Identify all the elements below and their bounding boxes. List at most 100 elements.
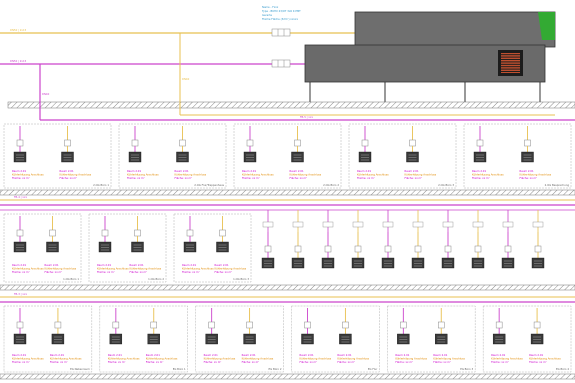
unit-label-text: Kühlerhitzung Anschluss [50, 356, 82, 360]
unit-label-text: Fläche: xx m² [108, 360, 126, 364]
room-box [348, 123, 457, 189]
unit-label-text: Kühlerhitzung Anschluss [60, 172, 92, 176]
fan-coil-unit-icon [128, 151, 142, 163]
riser-tag-a: DN40 [42, 92, 50, 96]
fan-coil-unit-icon [473, 151, 487, 163]
fan-coil-unit-icon [98, 241, 112, 253]
unit-label-text: Raum 2.01 [108, 353, 122, 357]
fan-coil-unit-icon [397, 333, 410, 345]
unit-label-text: Raum 2.01 [130, 263, 144, 267]
unit-label-text: Kühlerhitzung Anschluss [300, 356, 332, 360]
roof-slab [7, 101, 575, 109]
fan-coil-unit-icon [216, 241, 229, 253]
fan-coil-unit-icon [521, 151, 534, 163]
fan-coil-unit-icon [147, 333, 160, 345]
room-box [88, 213, 167, 283]
unit-label-text: Fläche: xx m² [127, 176, 145, 180]
fan-coil-unit-icon [406, 151, 419, 163]
unit-label-text: Kühlerhitzung Anschluss [395, 356, 427, 360]
unit-label-text: Raum 2.01 [60, 169, 74, 173]
room-box [118, 123, 227, 189]
room-box [482, 305, 572, 373]
unit-label-text: Raum 2.01 [300, 353, 314, 357]
fan-coil-unit-icon [243, 333, 256, 345]
unit-label-text: Raum 2.01 [242, 353, 256, 357]
room-label: 1.OG Büro 3 [233, 277, 249, 281]
fan-coil-unit-icon [109, 333, 123, 345]
unit-label-text: Fläche: xx m² [60, 176, 78, 180]
room-box [291, 305, 380, 373]
unit-label-text: Kühlerhitzung Anschluss [472, 172, 504, 176]
room-box [233, 123, 342, 189]
return-valve [271, 59, 291, 68]
unit-label-text: Raum 2.01 [520, 169, 534, 173]
unit-label-text: Fläche: xx m² [290, 176, 308, 180]
room-label: EG Büro 3 [460, 367, 473, 371]
unit-label-text: Raum 2.01 [127, 169, 141, 173]
unit-label-text: Fläche: xx m² [146, 360, 164, 364]
unit-label-text: Kühlerhitzung Anschluss [12, 266, 44, 270]
unit-label-text: Kühlerhitzung Anschluss [242, 356, 274, 360]
room-label: 2.OG Flur/Treppenhaus [194, 183, 224, 187]
supply-valve [271, 28, 291, 37]
room-box [3, 123, 112, 189]
fan-coil-unit-icon [131, 241, 144, 253]
unit-label-text: Kühlerhitzung Anschluss [491, 356, 523, 360]
floor-slab-2 [0, 284, 575, 291]
fan-coil-unit-icon [321, 257, 335, 269]
unit-label-text: Kühlerhitzung Anschluss [45, 266, 77, 270]
unit-label-text: Fläche: xx m² [97, 270, 115, 274]
room-box [3, 305, 93, 373]
unit-label-text: Raum 2.01 [12, 353, 26, 357]
unit-label-text: Kühlerhitzung Anschluss [12, 172, 44, 176]
unit-label-text: Fläche: xx m² [491, 360, 509, 364]
fan-coil-unit-icon [351, 257, 365, 269]
unit-label-text: Raum 2.01 [215, 263, 229, 267]
fan-coil-unit-icon [183, 241, 197, 253]
header-line-1: Name - Fxxx [262, 5, 279, 9]
fan-coil-unit-icon [501, 257, 515, 269]
fan-coil-unit-icon [411, 257, 425, 269]
fan-coil-unit-icon [358, 151, 372, 163]
fan-coil-unit-icon [471, 257, 485, 269]
fan-coil-unit-icon [435, 333, 448, 345]
room-label: EG Nebenraum [70, 367, 90, 371]
room-label: 2.OG Büro 1 [93, 183, 109, 187]
fan-coil-unit-icon [492, 333, 506, 345]
fan-coil-unit-icon [46, 241, 59, 253]
unit-label-text: Fläche: xx m² [215, 270, 233, 274]
fan-coil-unit-icon [441, 257, 455, 269]
floor-slab-1 [0, 189, 575, 196]
fan-coil-unit-icon [339, 333, 352, 345]
room-label: 2.OG Besprechung [545, 183, 570, 187]
fan-coil-unit-icon [13, 241, 27, 253]
unit-label-text: Fläche: xx m² [337, 360, 355, 364]
room-label: EG Büro 4 [556, 367, 569, 371]
unit-label-text: Kühlerhitzung Anschluss [97, 266, 129, 270]
unit-label-text: Raum 2.01 [357, 169, 371, 173]
fan-coil-unit-icon [291, 257, 305, 269]
fan-coil-unit-icon [261, 257, 275, 269]
unit-label-text: Fläche: xx m² [204, 360, 222, 364]
unit-label-text: Raum 2.01 [472, 169, 486, 173]
unit-label-text: Fläche: xx m² [529, 360, 547, 364]
unit-label-text: Fläche: xx m² [175, 176, 193, 180]
unit-label-text: Raum 2.01 [395, 353, 409, 357]
room-box [3, 213, 82, 283]
fan-coil-unit-icon [13, 151, 27, 163]
header-line-3: Gerarte [262, 13, 272, 17]
fan-coil-unit-icon [243, 151, 257, 163]
unit-label-text: Kühlerhitzung Anschluss [405, 172, 437, 176]
unit-label-text: Raum 2.01 [433, 353, 447, 357]
fan-coil-unit-icon [176, 151, 189, 163]
room-label: 2.OG Büro 3 [438, 183, 454, 187]
header-line-2: Type - BKHX 23/OT 3x6 K PMT [262, 9, 301, 13]
room-box [99, 305, 188, 373]
unit-label-text: Raum 2.01 [290, 169, 304, 173]
unit-label-text: Raum 2.01 [182, 263, 196, 267]
unit-label-text: Kühlerhitzung Anschluss [215, 266, 247, 270]
unit-label-text: Fläche: xx m² [182, 270, 200, 274]
